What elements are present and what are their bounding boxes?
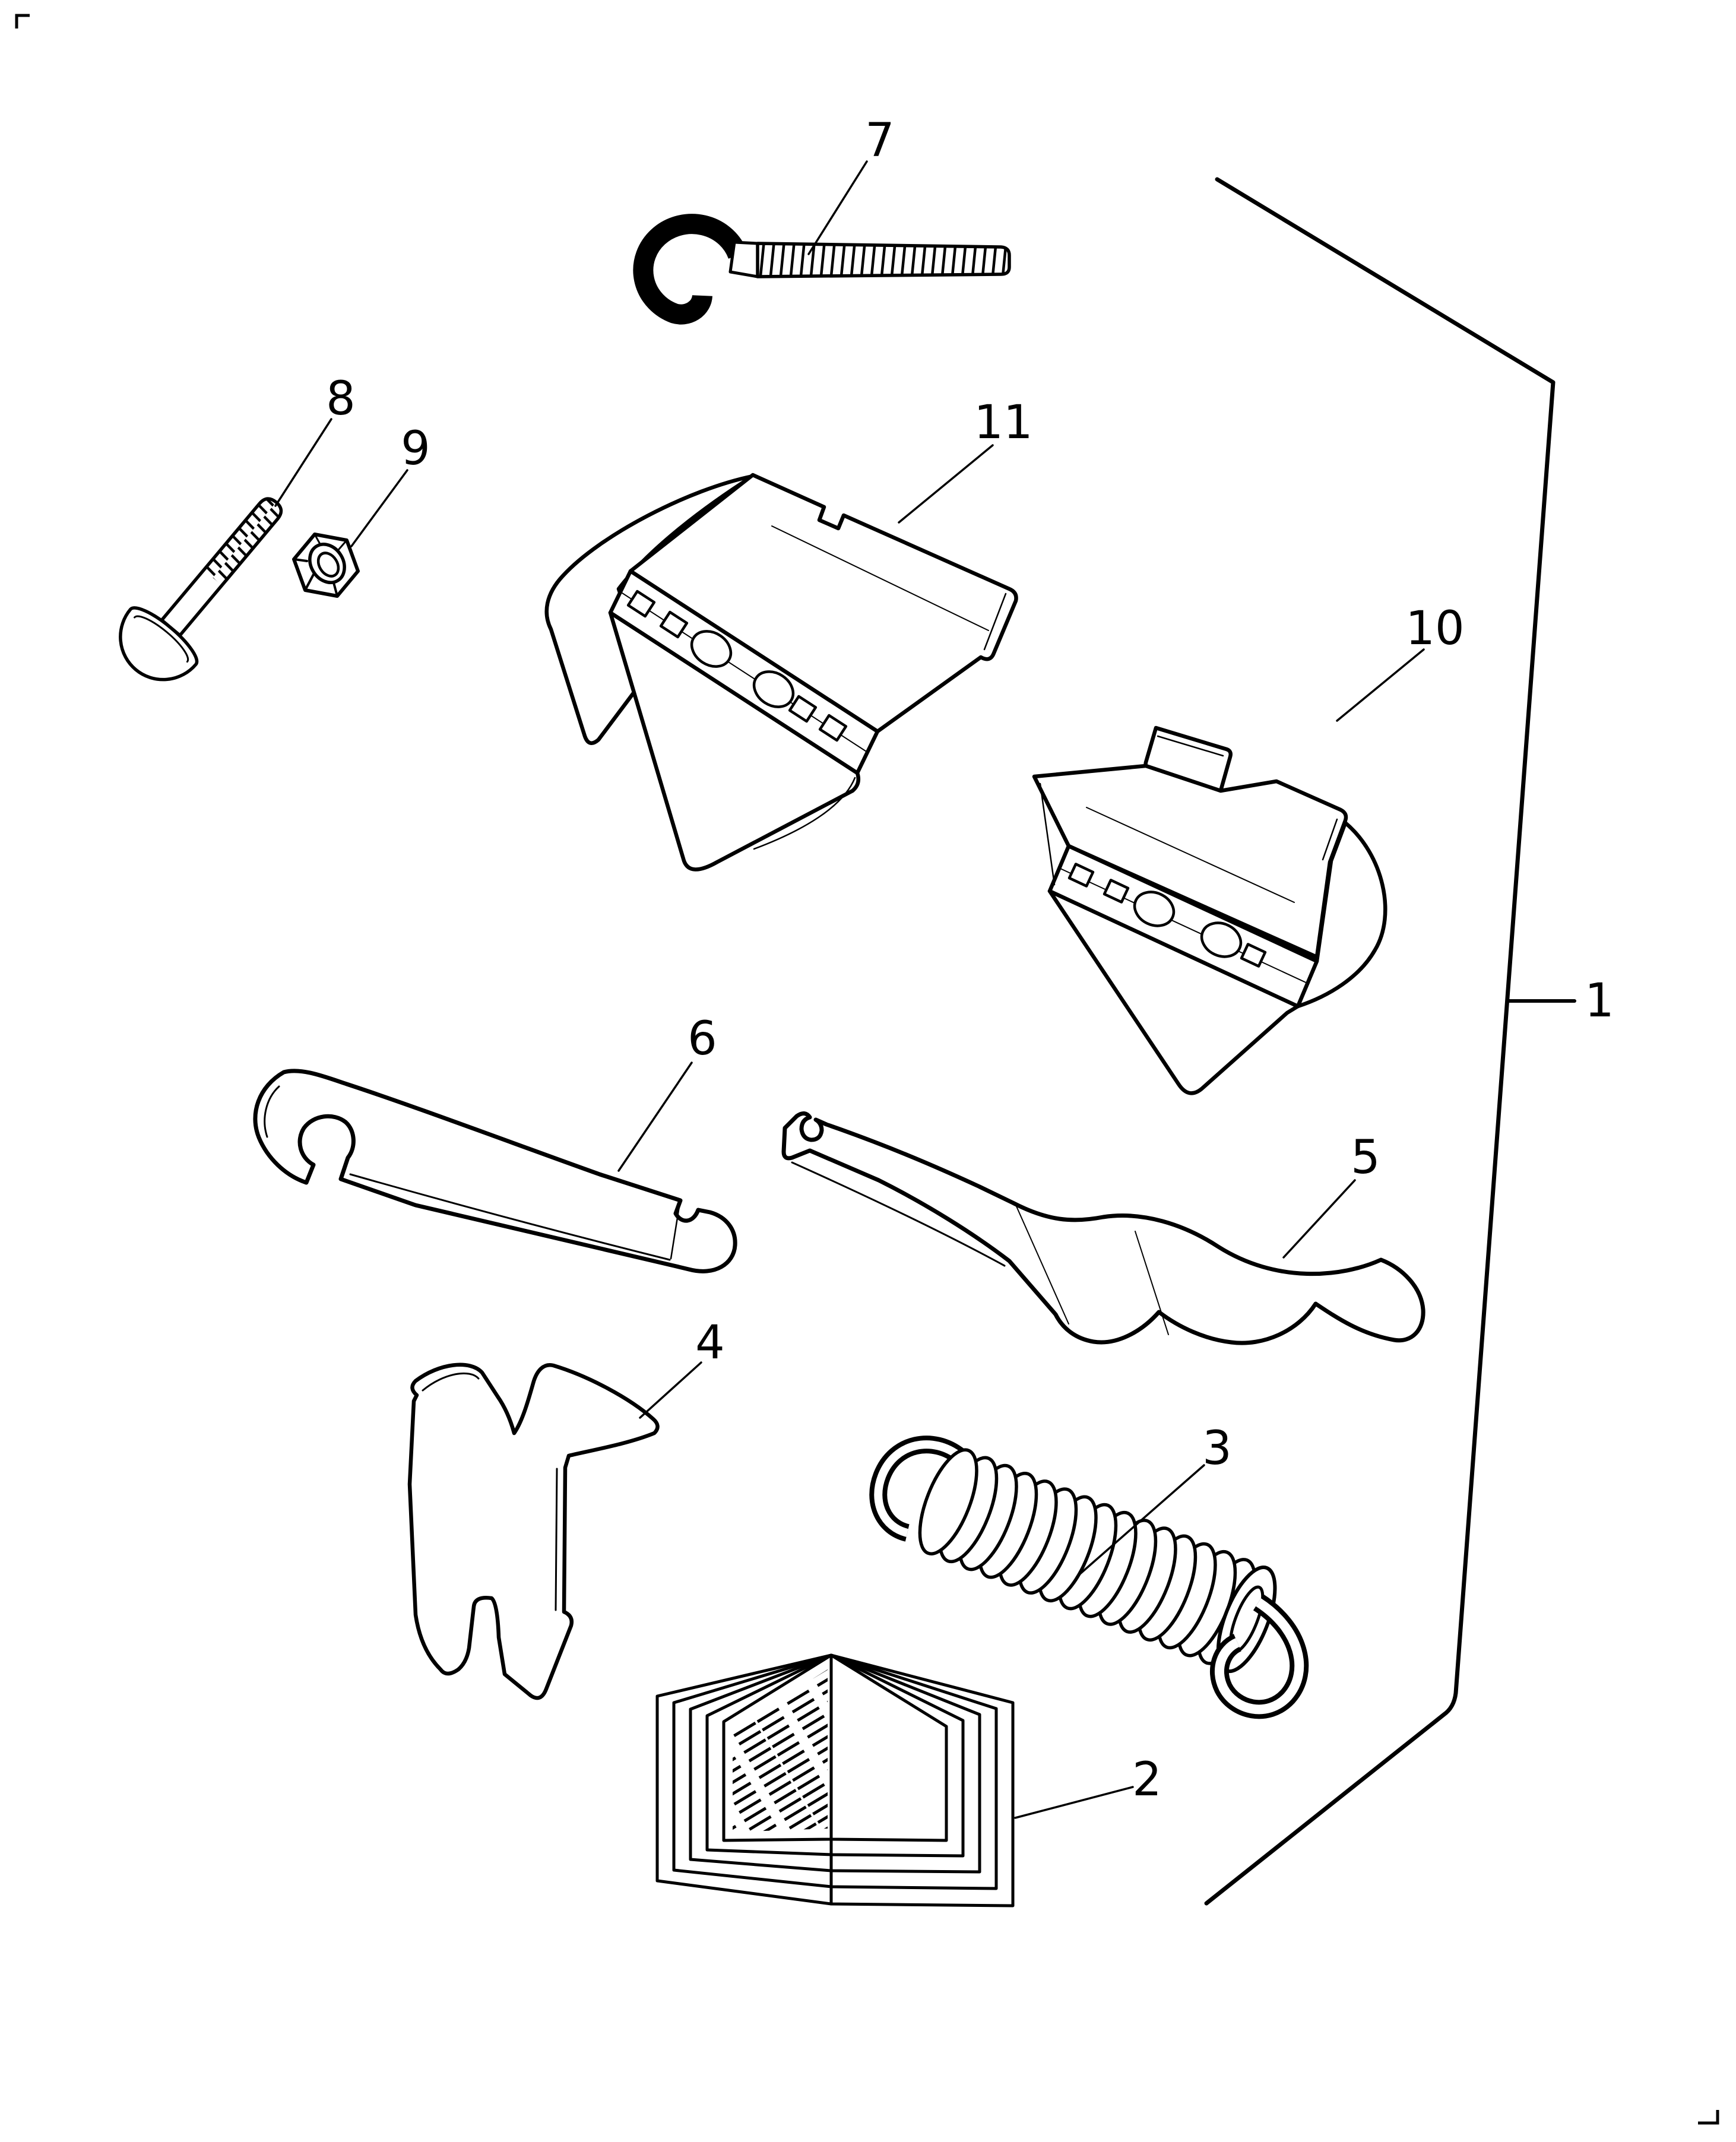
- callout-10: 10: [1405, 602, 1464, 655]
- carriage-bolt-threads: [204, 499, 281, 585]
- extension-spring: [869, 1436, 1309, 1719]
- corner-mark-bottom-right: [1698, 2110, 1719, 2125]
- leader-9: [350, 469, 408, 547]
- spring-coils: [918, 1448, 1277, 1673]
- callout-3: 3: [1202, 1422, 1232, 1475]
- callout-6: 6: [688, 1012, 717, 1066]
- retainer-plate: [407, 1362, 660, 1700]
- kit-boundary-line: [1204, 177, 1576, 1906]
- callout-8: 8: [326, 372, 356, 426]
- leader-8: [274, 418, 332, 507]
- callout-7: 7: [865, 114, 895, 167]
- callout-11: 11: [974, 396, 1032, 449]
- callout-5: 5: [1351, 1131, 1380, 1184]
- carriage-bolt: [119, 497, 283, 682]
- eye-bolt-threads: [758, 243, 1009, 277]
- bracket-right: [1032, 725, 1387, 1095]
- callout-9: 9: [401, 422, 430, 476]
- manual-booklet: [655, 1653, 1015, 1907]
- hex-nut: [292, 533, 360, 598]
- corner-mark-top-left: [15, 14, 30, 28]
- booklet-text-lines: [733, 1669, 828, 1832]
- callout-2: 2: [1132, 1753, 1162, 1807]
- callout-1: 1: [1585, 974, 1614, 1028]
- leader-3: [1078, 1464, 1205, 1576]
- eye-bolt: [633, 214, 1011, 325]
- leader-11: [898, 444, 994, 524]
- leader-2: [1014, 1786, 1134, 1819]
- leader-10: [1336, 648, 1425, 722]
- leader-5: [1282, 1179, 1356, 1259]
- leader-6: [617, 1062, 693, 1172]
- bracket-left: [544, 473, 1018, 872]
- leader-7: [807, 160, 868, 255]
- callout-4: 4: [695, 1316, 725, 1370]
- leader-4: [639, 1361, 702, 1419]
- leader-lines: [274, 160, 1425, 1819]
- lever-right: [781, 1111, 1425, 1345]
- callout-labels: 1 2 3 4 5 6 7 8 9 10 11: [326, 114, 1614, 1807]
- lever-left: [253, 1069, 737, 1273]
